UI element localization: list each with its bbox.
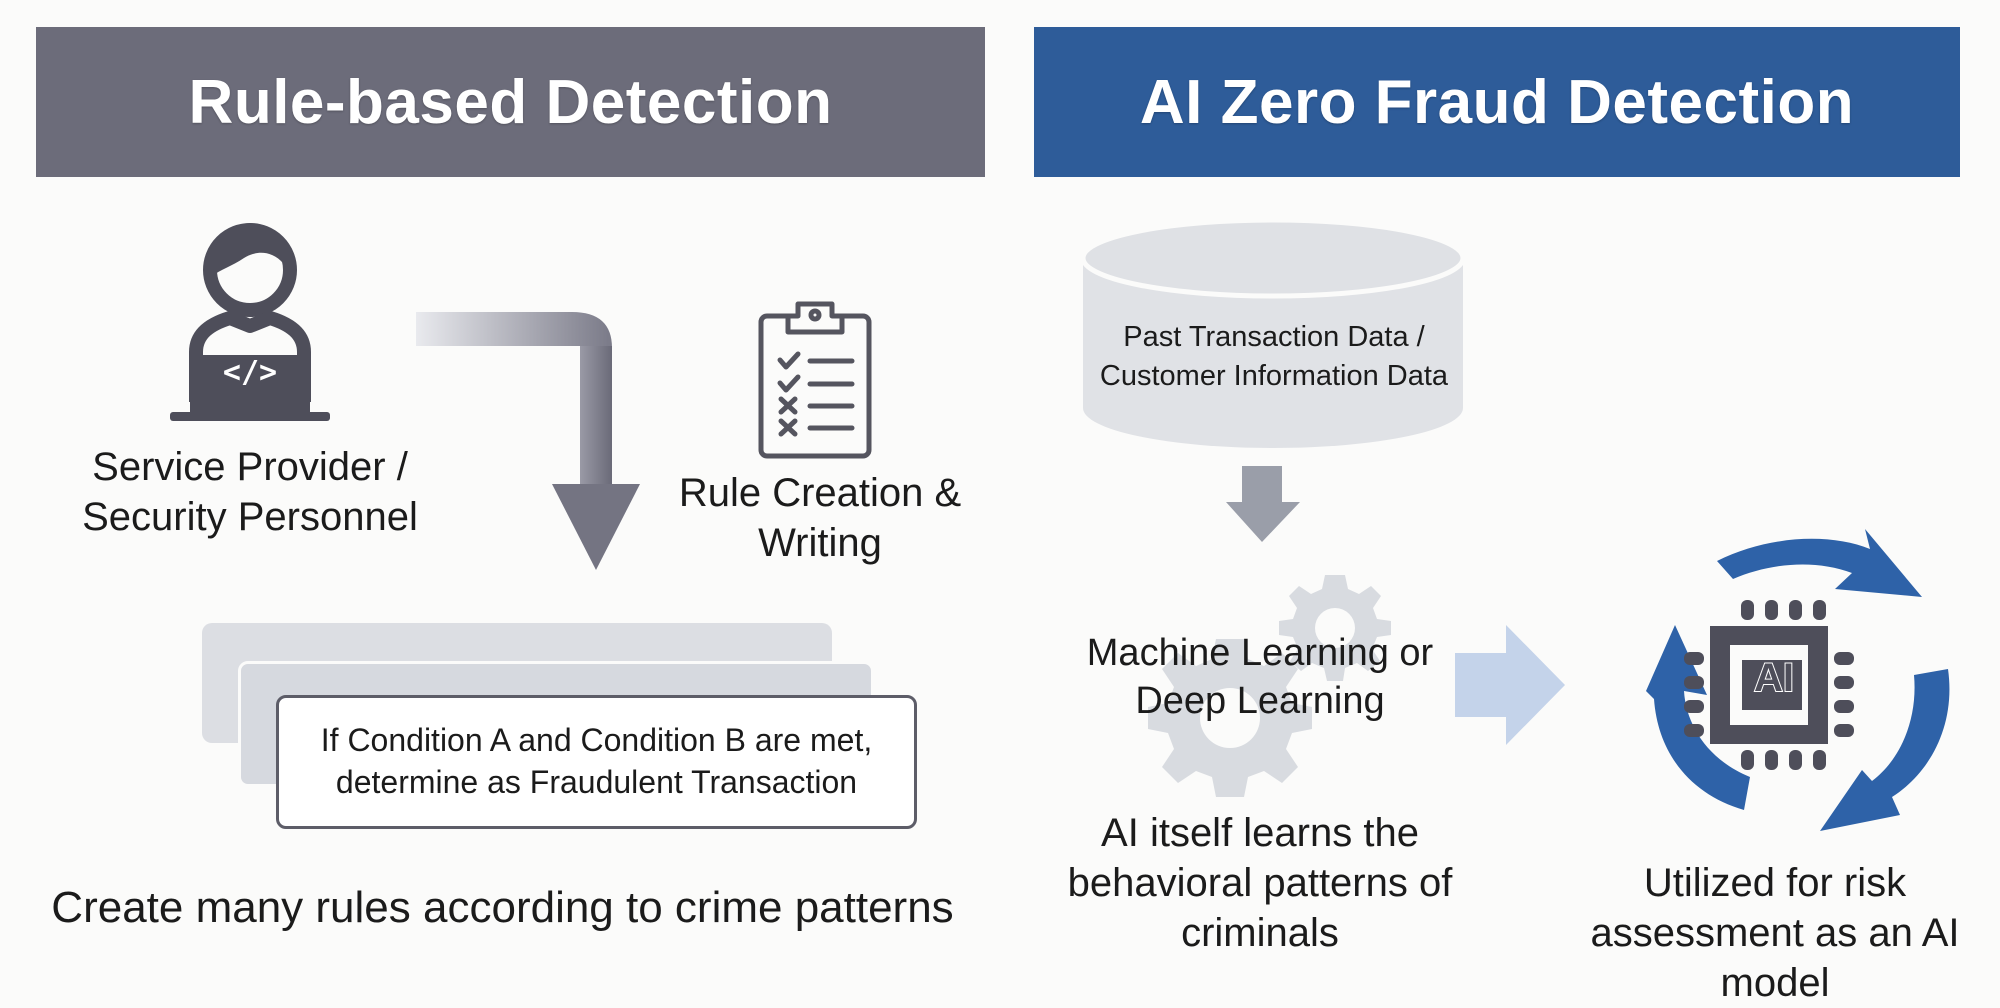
rule-based-summary: Create many rules according to crime pat… bbox=[51, 883, 954, 932]
bent-down-arrow-icon bbox=[416, 312, 640, 570]
rule-based-title: Rule-based Detection bbox=[188, 67, 833, 137]
actor-label: Service Provider / Security Personnel bbox=[82, 445, 418, 539]
model-caption: Utilized for risk assessment as an AI mo… bbox=[1590, 861, 1960, 1005]
gears-icon bbox=[1148, 575, 1391, 797]
rule-based-header: Rule-based Detection bbox=[36, 27, 985, 177]
database-cylinder-icon bbox=[1080, 217, 1466, 448]
rule-card-text: If Condition A and Condition B are met, … bbox=[320, 722, 873, 800]
rule-card: If Condition A and Condition B are met, … bbox=[276, 695, 917, 829]
right-arrow-icon bbox=[1455, 625, 1565, 745]
laptop-code-glyph: </> bbox=[222, 355, 278, 390]
database-label: Past Transaction Data / Customer Informa… bbox=[1099, 321, 1449, 393]
ai-detection-header: AI Zero Fraud Detection bbox=[1034, 27, 1960, 177]
clipboard-checklist-icon bbox=[758, 301, 872, 459]
chip-ai-text: AI bbox=[1753, 655, 1795, 701]
learning-caption: AI itself learns the behavioral patterns… bbox=[1067, 811, 1453, 955]
ml-label: Machine Learning or Deep Learning bbox=[1086, 632, 1434, 722]
developer-person-laptop-icon bbox=[170, 223, 330, 421]
rule-creation-label: Rule Creation & Writing bbox=[678, 471, 962, 565]
ai-chip-cycle-icon bbox=[1646, 529, 1950, 831]
ai-detection-title: AI Zero Fraud Detection bbox=[1139, 67, 1855, 137]
down-arrow-icon bbox=[1226, 466, 1300, 542]
